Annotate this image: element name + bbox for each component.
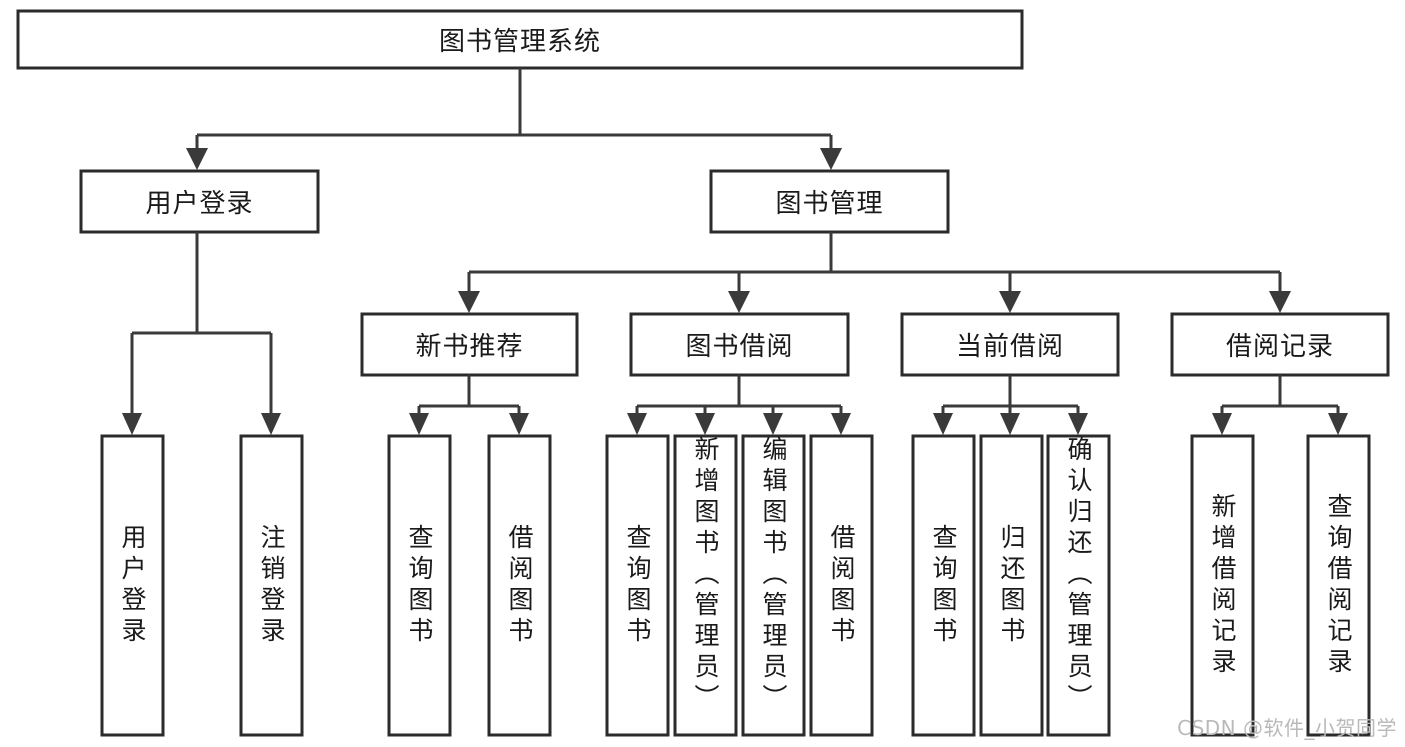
node-box-leaf-query-book-2[interactable] [605,434,670,737]
node-box-leaf-add-book-admin[interactable] [673,434,738,737]
arrow-head-user-login-leaf-1 [122,413,142,435]
arrow-head-bm-to-book-borrow [728,291,750,313]
arrow-head-bm-to-current-borrow [999,291,1021,313]
node-box-new-book-recommend[interactable] [360,312,579,377]
arrow-head-book-borrow-leaf-4 [831,413,851,435]
node-box-current-borrow[interactable] [900,312,1120,377]
node-box-leaf-borrow-book-2[interactable] [809,434,874,737]
node-box-root[interactable] [16,9,1024,70]
node-box-leaf-query-book-3[interactable] [911,434,976,737]
watermark-text: CSDN @软件_小贺同学 [1177,716,1397,740]
arrow-head-root-to-book-management [820,148,842,170]
arrow-head-current-borrow-leaf-1 [933,413,953,435]
node-box-book-borrow[interactable] [629,312,850,377]
node-box-leaf-add-borrow-record[interactable] [1190,434,1255,737]
node-box-leaf-query-borrow-record[interactable] [1306,434,1371,737]
arrow-head-user-login-leaf-2 [261,413,281,435]
node-box-leaf-borrow-book-1[interactable] [487,434,552,737]
arrow-head-borrow-record-leaf-1 [1212,413,1232,435]
arrow-head-book-borrow-leaf-1 [627,413,647,435]
node-box-leaf-return-book[interactable] [979,434,1044,737]
node-box-leaf-logout-login[interactable] [239,434,304,737]
node-box-borrow-record[interactable] [1170,312,1390,377]
node-box-leaf-query-book-1[interactable] [387,434,452,737]
arrow-head-current-borrow-leaf-3 [1068,413,1088,435]
arrow-head-bm-to-new-book [458,291,480,313]
node-box-leaf-edit-book-admin[interactable] [741,434,806,737]
node-box-leaf-user-login[interactable] [100,434,165,737]
arrow-head-borrow-record-leaf-2 [1328,413,1348,435]
node-box-user-login[interactable] [79,169,320,234]
arrow-head-new-book-leaf-1 [409,413,429,435]
arrow-head-root-to-user-login [186,148,208,170]
arrow-head-bm-to-borrow-record [1269,291,1291,313]
arrow-head-current-borrow-leaf-2 [1000,413,1020,435]
arrow-head-book-borrow-leaf-3 [763,413,783,435]
arrow-head-book-borrow-leaf-2 [695,413,715,435]
arrow-head-new-book-leaf-2 [509,413,529,435]
node-box-book-management[interactable] [709,169,950,234]
node-box-leaf-confirm-return-admin[interactable] [1046,434,1111,737]
